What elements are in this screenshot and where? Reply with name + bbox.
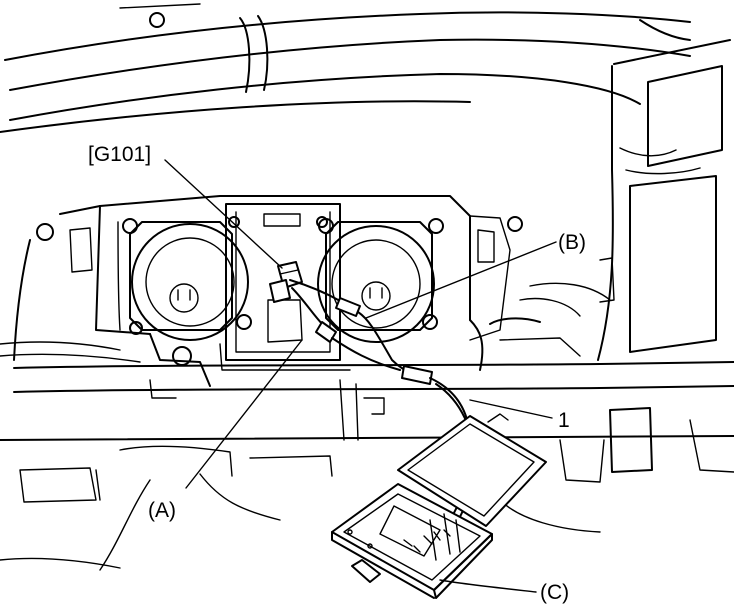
horn-bracket (13, 195, 523, 361)
right-body-structure (597, 39, 731, 361)
lead-b-label: (B) (558, 231, 586, 254)
left-horn (122, 218, 252, 341)
underbody (0, 407, 734, 571)
leader-connector (164, 159, 283, 269)
test-lead-a (291, 287, 401, 371)
upper-cowl-panel (0, 3, 691, 133)
leader-lead-b (365, 241, 557, 319)
harness-label: 1 (558, 409, 570, 432)
tester-label: (C) (540, 581, 570, 604)
leader-lines (164, 159, 557, 593)
connector-g101 (269, 261, 303, 303)
center-bracket-plate (219, 203, 351, 371)
leader-lead-a (185, 339, 303, 489)
harness-joint (401, 365, 433, 385)
lead-a-label: (A) (148, 499, 176, 522)
connector-label: [G101] (88, 143, 152, 166)
leader-tester (439, 579, 537, 593)
tester-case (331, 413, 547, 599)
right-horn (317, 218, 444, 343)
leader-harness (469, 399, 553, 419)
